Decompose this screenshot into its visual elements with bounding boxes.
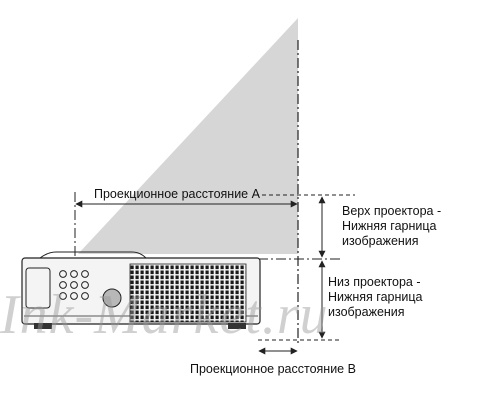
top-note-line-2: Нижняя гарница <box>342 219 437 233</box>
bottom-note-line-3: изображения <box>328 305 405 319</box>
control-buttons <box>59 270 89 300</box>
distance-a-label: Проекционное расстояние А <box>94 187 260 201</box>
vent-grille <box>129 263 247 323</box>
projector-foot-left <box>34 323 52 329</box>
bottom-note-line-2: Нижняя гарница <box>328 290 423 304</box>
projector <box>21 251 261 329</box>
projector-top-ridge <box>39 251 147 259</box>
watermark: Ink-Market.ru <box>0 284 329 346</box>
top-note-line-3: изображения <box>342 234 419 248</box>
top-note-label: Верх проектора - Нижняя гарница изображе… <box>342 204 441 249</box>
bottom-note-label: Низ проектора - Нижняя гарница изображен… <box>328 275 422 320</box>
top-note-line-1: Верх проектора - <box>342 204 442 218</box>
projection-beam <box>78 18 298 254</box>
bottom-note-line-1: Низ проектора - <box>328 275 421 289</box>
distance-b-label: Проекционное расстояние В <box>190 362 356 376</box>
speaker-grille <box>102 288 122 308</box>
lens <box>25 267 51 309</box>
projector-foot-right <box>228 323 246 329</box>
